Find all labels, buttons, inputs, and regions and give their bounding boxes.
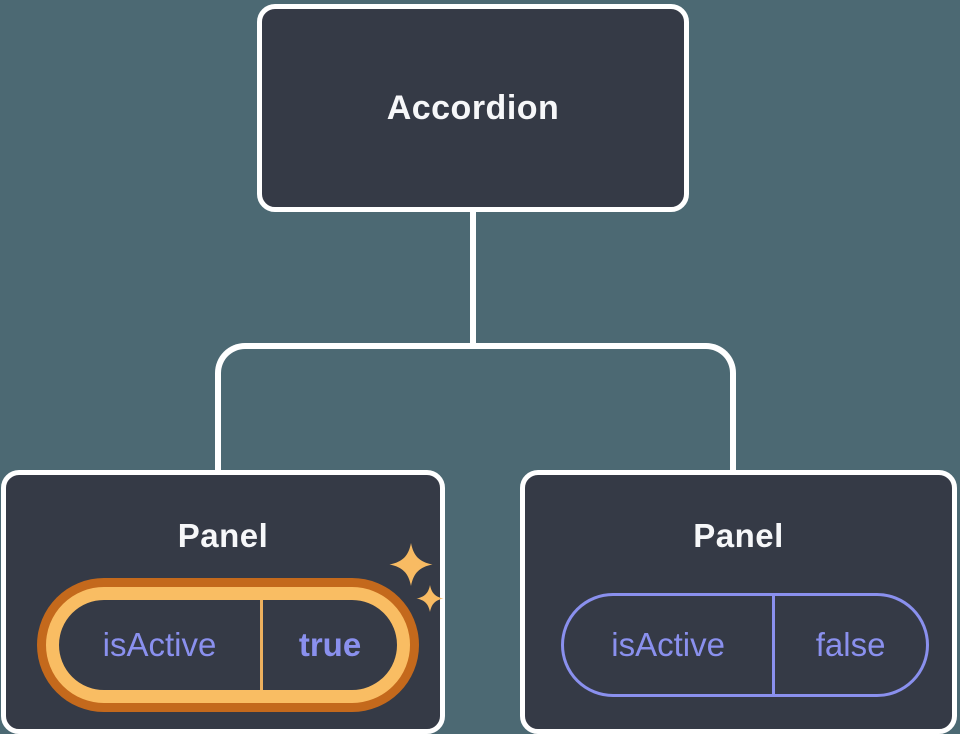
panel-title: Panel <box>693 517 784 554</box>
accordion-node-label: Accordion <box>386 88 560 127</box>
connector-branch-bracket <box>215 343 736 470</box>
sparkle-large <box>389 543 433 586</box>
state-value: true <box>298 626 362 663</box>
panel-node-inactive: Panel isActive false <box>520 470 957 734</box>
pill-divider <box>260 600 263 690</box>
sparkles-icon <box>389 543 444 612</box>
state-pill-active: isActive true <box>46 587 410 703</box>
connector-root-stub <box>470 210 476 346</box>
sparkle-small <box>416 585 444 612</box>
panel-title: Panel <box>177 517 269 554</box>
state-pill-inactive: isActive false <box>561 593 929 697</box>
state-value: false <box>815 626 886 663</box>
state-key: isActive <box>611 626 725 663</box>
pill-divider <box>772 596 776 694</box>
accordion-node: Accordion <box>257 4 689 212</box>
state-key: isActive <box>102 626 217 663</box>
panel-node-active: Panel isActive true <box>1 470 445 734</box>
